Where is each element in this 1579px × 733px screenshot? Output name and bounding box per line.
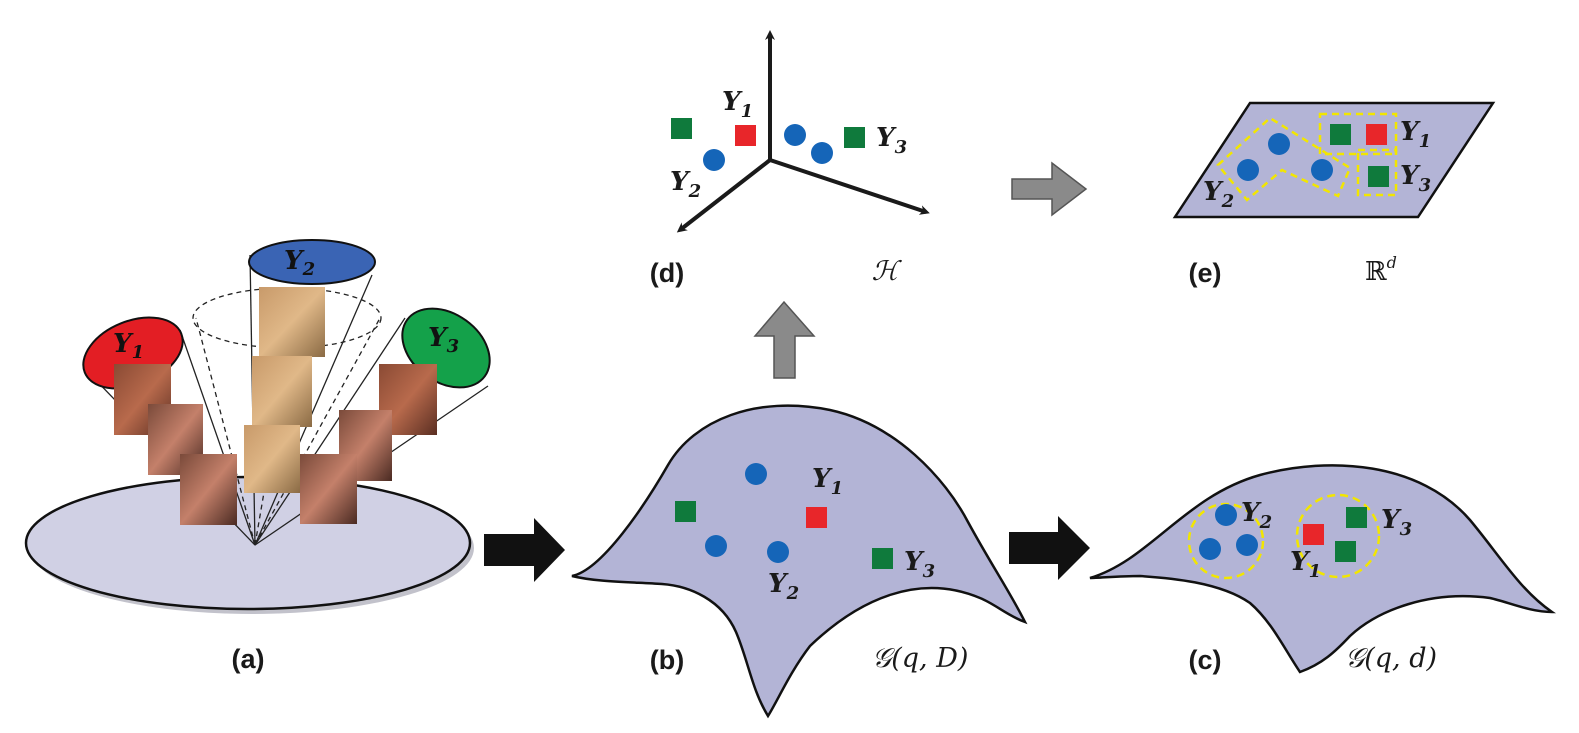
manifold-c	[1089, 464, 1557, 674]
panel-label-d: (d)	[650, 258, 684, 288]
face-images	[114, 287, 437, 525]
point-red	[1366, 124, 1387, 145]
panel-d: Y1 Y2 Y3 (d) ℋ	[650, 30, 930, 288]
cluster-y3-boundary	[1356, 148, 1398, 197]
point-blue	[1268, 133, 1290, 155]
point-red	[735, 125, 756, 146]
face-image	[180, 454, 237, 525]
point-blue	[811, 142, 833, 164]
point-blue	[1237, 159, 1259, 181]
cluster-y2-boundary	[1216, 116, 1352, 202]
label-y1: Y1	[1400, 117, 1431, 152]
panel-e: Y1 Y3 Y2 (e) ℝd	[1172, 101, 1496, 288]
point-green	[671, 118, 692, 139]
arrow-b-to-d	[753, 300, 816, 379]
cone-y2	[248, 239, 376, 285]
panel-label-e: (e)	[1189, 258, 1222, 288]
point-green	[1330, 124, 1351, 145]
point-blue	[745, 463, 767, 485]
cluster-y1-boundary	[1318, 112, 1398, 156]
point-green	[675, 501, 696, 522]
point-blue	[705, 535, 727, 557]
space-label-d: ℋ	[872, 256, 903, 287]
point-blue	[1236, 534, 1258, 556]
panel-c: Y2 Y3 Y1 (c) 𝒢(q, d)	[1089, 464, 1557, 675]
cone-label-y2: Y2	[284, 246, 315, 280]
point-blue	[703, 149, 725, 171]
panel-label-a: (a)	[232, 644, 265, 674]
panel-a: Y1 Y2 Y3 (a)	[24, 239, 491, 674]
point-blue	[1311, 159, 1333, 181]
panel-b: Y1 Y2 Y3 (b) 𝒢(q, D)	[571, 404, 1028, 719]
space-label-c: 𝒢(q, d)	[1345, 643, 1437, 674]
panel-label-b: (b)	[650, 645, 684, 675]
label-y2: Y2	[670, 167, 701, 202]
point-green	[1335, 541, 1356, 562]
label-y3: Y3	[1400, 161, 1431, 196]
face-image	[259, 287, 325, 357]
label-y2: Y2	[1203, 177, 1234, 212]
point-red	[1303, 524, 1324, 545]
arrow-b-to-c	[1009, 516, 1090, 580]
space-label-e: ℝd	[1365, 253, 1397, 287]
label-y1: Y1	[812, 464, 843, 499]
label-y2: Y2	[1241, 498, 1272, 533]
label-y1: Y1	[1290, 547, 1321, 582]
point-green	[872, 548, 893, 569]
point-blue	[1215, 504, 1237, 526]
cluster-y13-boundary	[1295, 493, 1381, 579]
cone-label-y1: Y1	[113, 329, 144, 363]
label-y2: Y2	[768, 569, 799, 604]
space-label-b: 𝒢(q, D)	[872, 643, 968, 674]
label-y3: Y3	[876, 123, 907, 158]
point-blue	[784, 124, 806, 146]
point-blue	[1199, 538, 1221, 560]
face-image	[300, 454, 357, 524]
arrow-d-to-e	[1011, 161, 1088, 217]
point-blue	[767, 541, 789, 563]
base-disk	[24, 475, 472, 611]
point-green	[1368, 166, 1389, 187]
point-red	[806, 507, 827, 528]
face-image	[244, 425, 300, 493]
arrow-a-to-b	[484, 518, 565, 582]
label-y3: Y3	[1381, 505, 1412, 540]
panel-label-c: (c)	[1189, 645, 1222, 675]
label-y3: Y3	[904, 547, 935, 582]
point-green	[844, 127, 865, 148]
point-green	[1346, 507, 1367, 528]
label-y1: Y1	[722, 87, 753, 122]
axes-3d	[676, 30, 930, 233]
face-image	[252, 356, 312, 427]
manifold-b	[571, 404, 1028, 719]
cone-label-y3: Y3	[428, 323, 459, 357]
